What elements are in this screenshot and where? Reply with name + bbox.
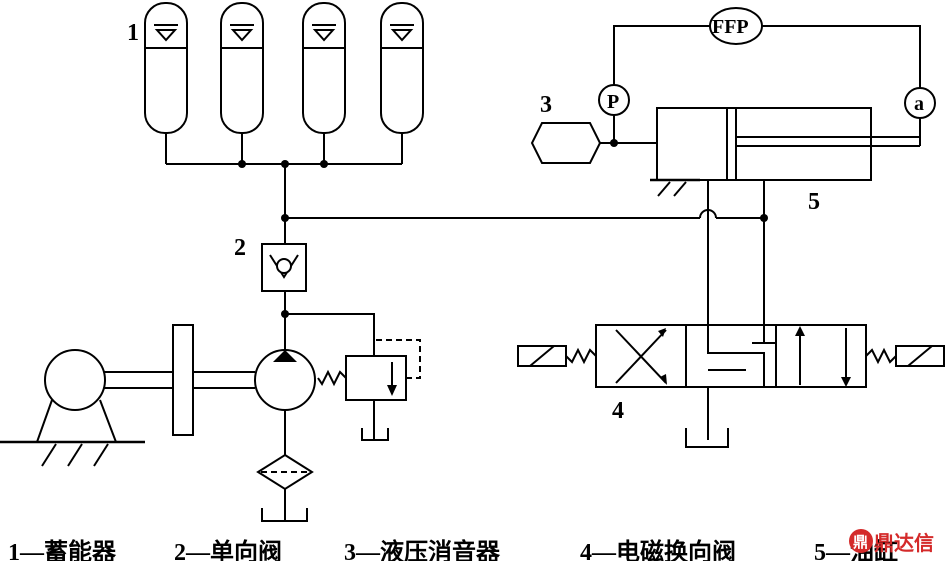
accumulator-1 <box>144 2 188 164</box>
pump-unit <box>0 324 316 522</box>
label-accumulator: 1 <box>127 20 139 46</box>
accumulator-bank: 1 <box>127 2 424 168</box>
measurement-loop: FFP P a <box>598 7 936 146</box>
label-ffp: FFP <box>712 16 749 38</box>
label-pressure-gauge: P <box>607 91 619 113</box>
pressure-line <box>281 164 768 244</box>
accumulator-4 <box>380 2 424 164</box>
label-muffler: 3 <box>540 92 552 118</box>
electric-motor <box>44 349 106 411</box>
label-accel-gauge: a <box>914 93 924 115</box>
legend-item-solenoid-valve: 4—电磁换向阀 <box>580 540 736 561</box>
watermark: 鼎 鼎达信 <box>848 526 944 556</box>
coupling <box>172 324 194 436</box>
watermark-text: 鼎达信 <box>874 531 934 555</box>
watermark-logo-icon: 鼎 <box>849 529 873 553</box>
svg-text:鼎: 鼎 <box>853 533 868 551</box>
tank-valve <box>685 428 729 448</box>
accumulator-3 <box>302 2 346 164</box>
component-legend: 1—蓄能器 2—单向阀 3—液压消音器 4—电磁换向阀 5—油缸 <box>8 532 938 561</box>
label-cylinder: 5 <box>808 189 820 215</box>
label-check-valve: 2 <box>234 235 246 261</box>
check-valve: 2 <box>234 235 307 352</box>
legend-item-muffler: 3—液压消音器 <box>344 540 500 561</box>
legend-item-accumulator: 1—蓄能器 <box>8 540 116 561</box>
solenoid-directional-valve: 4 <box>517 218 945 448</box>
label-solenoid-valve: 4 <box>612 398 624 424</box>
tank-pump <box>261 508 308 522</box>
accumulator-2 <box>220 2 264 164</box>
hydraulic-muffler: 3 <box>530 92 657 164</box>
ffp-instrument <box>709 7 763 45</box>
hydraulic-cylinder: 5 <box>650 107 920 325</box>
legend-item-check-valve: 2—单向阀 <box>174 540 282 561</box>
relief-valve <box>281 310 421 441</box>
